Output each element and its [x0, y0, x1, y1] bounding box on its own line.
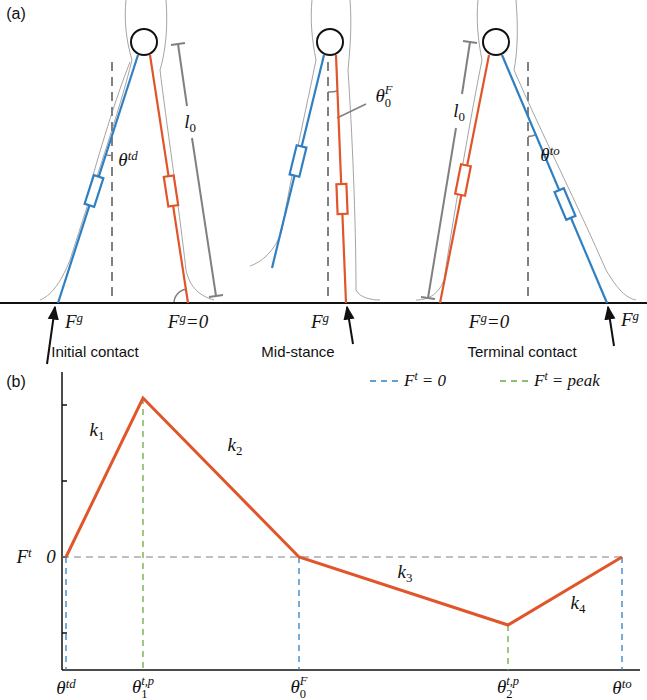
leg-model: [58, 55, 607, 303]
force-label: Fg=0: [469, 312, 509, 333]
angle-label: θF0: [376, 84, 393, 110]
chart-axis: [62, 372, 640, 670]
stiffness-label: k4: [571, 593, 586, 614]
tick-label: θtd: [56, 678, 75, 699]
force-label: Fg: [311, 312, 329, 333]
tick-label: θF0: [291, 675, 308, 700]
angle-label: θto: [540, 145, 559, 166]
phase-caption: Mid-stance: [261, 344, 334, 361]
force-profile: [66, 398, 622, 625]
body-silhouette: [40, 0, 636, 300]
tick-label: θt,p1: [132, 675, 154, 700]
legend-text: Ft = peak: [534, 372, 600, 391]
panel-letter: (a): [6, 5, 26, 23]
tick-label: 0: [46, 547, 56, 568]
force-label: Fg: [65, 312, 83, 333]
angle-arc: [106, 91, 536, 303]
phase-caption: Terminal contact: [467, 344, 576, 361]
ground-line: [0, 302, 647, 304]
stiffness-label: k1: [90, 420, 105, 441]
length-label: l0: [184, 112, 196, 133]
vertical-reference: [112, 62, 528, 303]
dimension-line: [171, 41, 477, 299]
length-label: l0: [453, 101, 465, 122]
angle-label: θtd: [118, 150, 137, 171]
phase-marker: [66, 381, 622, 670]
phase-caption: Initial contact: [51, 344, 139, 361]
panel-letter: (b): [6, 373, 26, 391]
force-label: Fg: [621, 310, 639, 331]
force-arrow: [47, 307, 614, 364]
axis-title: Ft: [16, 547, 31, 568]
force-label: Fg=0: [168, 312, 208, 333]
stiffness-label: k2: [228, 435, 243, 456]
hip-joint: [131, 29, 509, 55]
legend-text: Ft = 0: [404, 372, 446, 391]
tick-label: θt,p2: [497, 675, 519, 700]
zero-line: [62, 556, 622, 557]
stiffness-label: k3: [398, 562, 413, 583]
tick-label: θto: [612, 678, 631, 699]
